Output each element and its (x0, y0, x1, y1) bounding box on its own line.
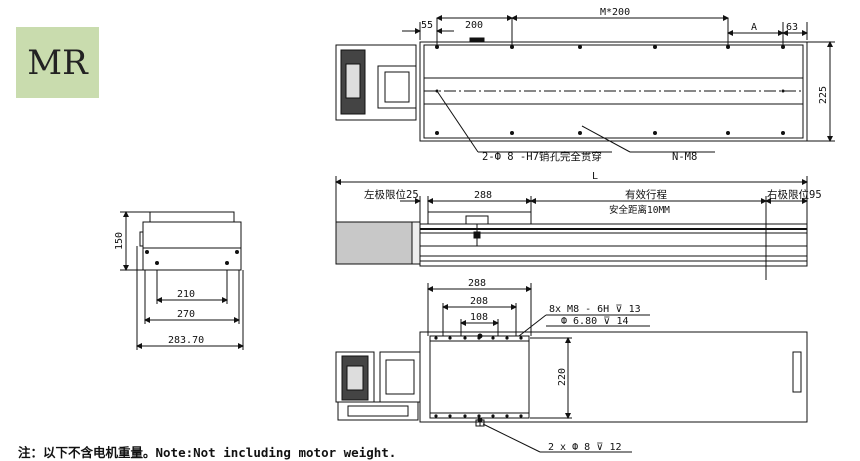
dim-270: 270 (177, 309, 195, 320)
bottom-view (335, 283, 808, 453)
safety-label: 安全距离10MM (609, 204, 670, 216)
dim-55: 55 (421, 20, 433, 31)
footer-note: 注：以下不含电机重量。Note:Not including motor weig… (18, 445, 397, 460)
side-view-labels: L 左极限位25 288 有效行程 右极限位95 安全距离10MM (364, 171, 822, 216)
dim-length: L (592, 171, 598, 182)
pin-callout: 2 x Ф 8 ⊽ 12 (548, 442, 622, 453)
side-view (335, 176, 808, 280)
series-label: MR (27, 42, 88, 83)
dim-283-70: 283.70 (168, 335, 204, 346)
hole-callout-2: Ф 6.80 ⊽ 14 (561, 316, 629, 327)
dim-150: 150 (114, 232, 125, 250)
dim-pitch: M*200 (600, 7, 630, 18)
stroke-label: 有效行程 (625, 188, 667, 201)
top-view (335, 15, 835, 153)
end-view (120, 211, 244, 350)
dim-200: 200 (465, 20, 483, 31)
dim-bottom-208: 208 (470, 296, 488, 307)
dim-bottom-220: 220 (557, 368, 568, 386)
bottom-view-labels: 288 208 108 220 8x M8 - 6H ⊽ 13 Ф 6.80 ⊽… (468, 278, 641, 453)
dim-carriage-288: 288 (474, 190, 492, 201)
top-view-labels: 55 200 M*200 A 63 225 2-Ф 8 -H7销孔完全贯穿 N-… (421, 7, 829, 163)
hole-callout-1: 8x M8 - 6H ⊽ 13 (549, 304, 641, 315)
dim-210: 210 (177, 289, 195, 300)
pin-hole-callout: 2-Ф 8 -H7销孔完全贯穿 (482, 150, 602, 163)
thread-callout: N-M8 (672, 151, 697, 163)
dim-bottom-108: 108 (470, 312, 488, 323)
right-limit-label: 右极限位95 (767, 188, 822, 201)
end-view-labels: 150 210 270 283.70 (114, 232, 204, 346)
dim-225: 225 (818, 86, 829, 104)
dim-a: A (751, 22, 757, 33)
left-limit-label: 左极限位25 (364, 188, 419, 201)
series-badge: MR (16, 27, 99, 98)
dim-63: 63 (786, 22, 798, 33)
dim-bottom-288: 288 (468, 278, 486, 289)
